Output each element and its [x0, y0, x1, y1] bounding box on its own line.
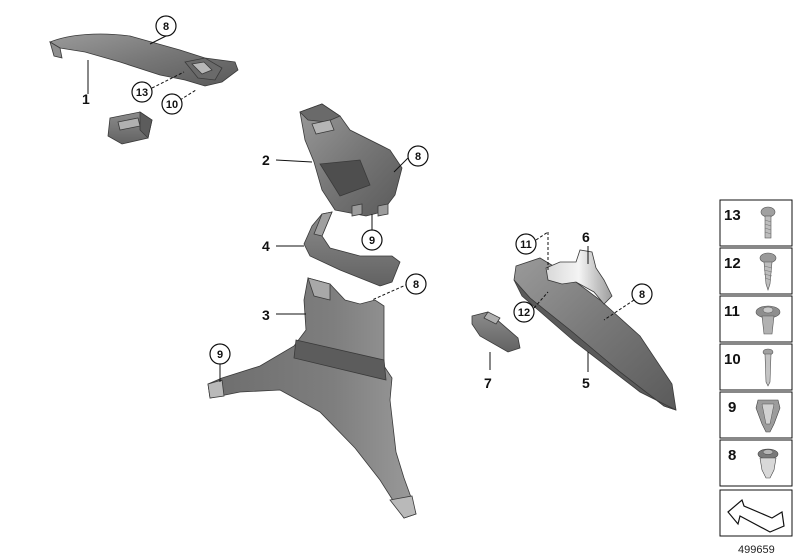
part-6-bracket [545, 249, 613, 305]
svg-text:9: 9 [728, 399, 736, 416]
callout-13: 13 [131, 81, 153, 103]
callout-11: 11 [515, 233, 537, 255]
part-clip-small [107, 111, 153, 145]
long-screw-icon [762, 348, 774, 387]
part-4-cover-strip [303, 211, 401, 287]
label-6: 6 [582, 229, 590, 245]
legend-row-13: 13 [719, 199, 793, 247]
part-3-lower-pillar-trim [207, 277, 417, 519]
legend-arrow-box [719, 489, 793, 537]
part-1-upper-trim [49, 33, 239, 87]
svg-text:9: 9 [217, 349, 223, 361]
reference-number: 499659 [738, 544, 775, 556]
callout-9-part3: 9 [209, 343, 231, 365]
svg-text:9: 9 [369, 235, 375, 247]
callout-8-part2: 8 [407, 145, 429, 167]
callout-8-part5: 8 [631, 283, 653, 305]
svg-text:11: 11 [520, 239, 532, 251]
legend-row-10: 10 [719, 343, 793, 391]
svg-text:10: 10 [724, 351, 741, 368]
direction-arrow-icon [727, 498, 785, 533]
svg-text:8: 8 [413, 279, 419, 291]
part-2-upper-pillar-trim [299, 103, 403, 217]
callout-8-part3: 8 [405, 273, 427, 295]
svg-text:8: 8 [639, 289, 645, 301]
svg-text:13: 13 [136, 87, 148, 99]
self-tapping-screw-icon [759, 252, 777, 291]
callout-10: 10 [161, 93, 183, 115]
label-1: 1 [82, 91, 90, 107]
callout-12: 12 [513, 301, 535, 323]
push-clip-icon [757, 448, 779, 479]
svg-text:8: 8 [728, 447, 736, 464]
spring-clip-icon [755, 399, 781, 433]
callout-9-part2: 9 [361, 229, 383, 251]
expanding-rivet-icon [755, 305, 781, 335]
svg-text:10: 10 [166, 99, 178, 111]
part-7-small-cover [471, 311, 521, 353]
label-2: 2 [262, 152, 270, 168]
label-4: 4 [262, 238, 270, 254]
fastener-legend: 13 12 11 [719, 199, 793, 537]
svg-text:12: 12 [724, 255, 741, 272]
svg-text:13: 13 [724, 207, 741, 224]
svg-text:8: 8 [415, 151, 421, 163]
legend-row-9: 9 [719, 391, 793, 439]
svg-text:12: 12 [518, 307, 530, 319]
label-7: 7 [484, 375, 492, 391]
svg-text:11: 11 [724, 303, 740, 320]
label-5: 5 [582, 375, 590, 391]
legend-row-11: 11 [719, 295, 793, 343]
legend-row-12: 12 [719, 247, 793, 295]
label-3: 3 [262, 307, 270, 323]
callout-8-top: 8 [155, 15, 177, 37]
svg-text:8: 8 [163, 21, 169, 33]
torx-screw-icon [760, 206, 776, 239]
legend-row-8: 8 [719, 439, 793, 487]
